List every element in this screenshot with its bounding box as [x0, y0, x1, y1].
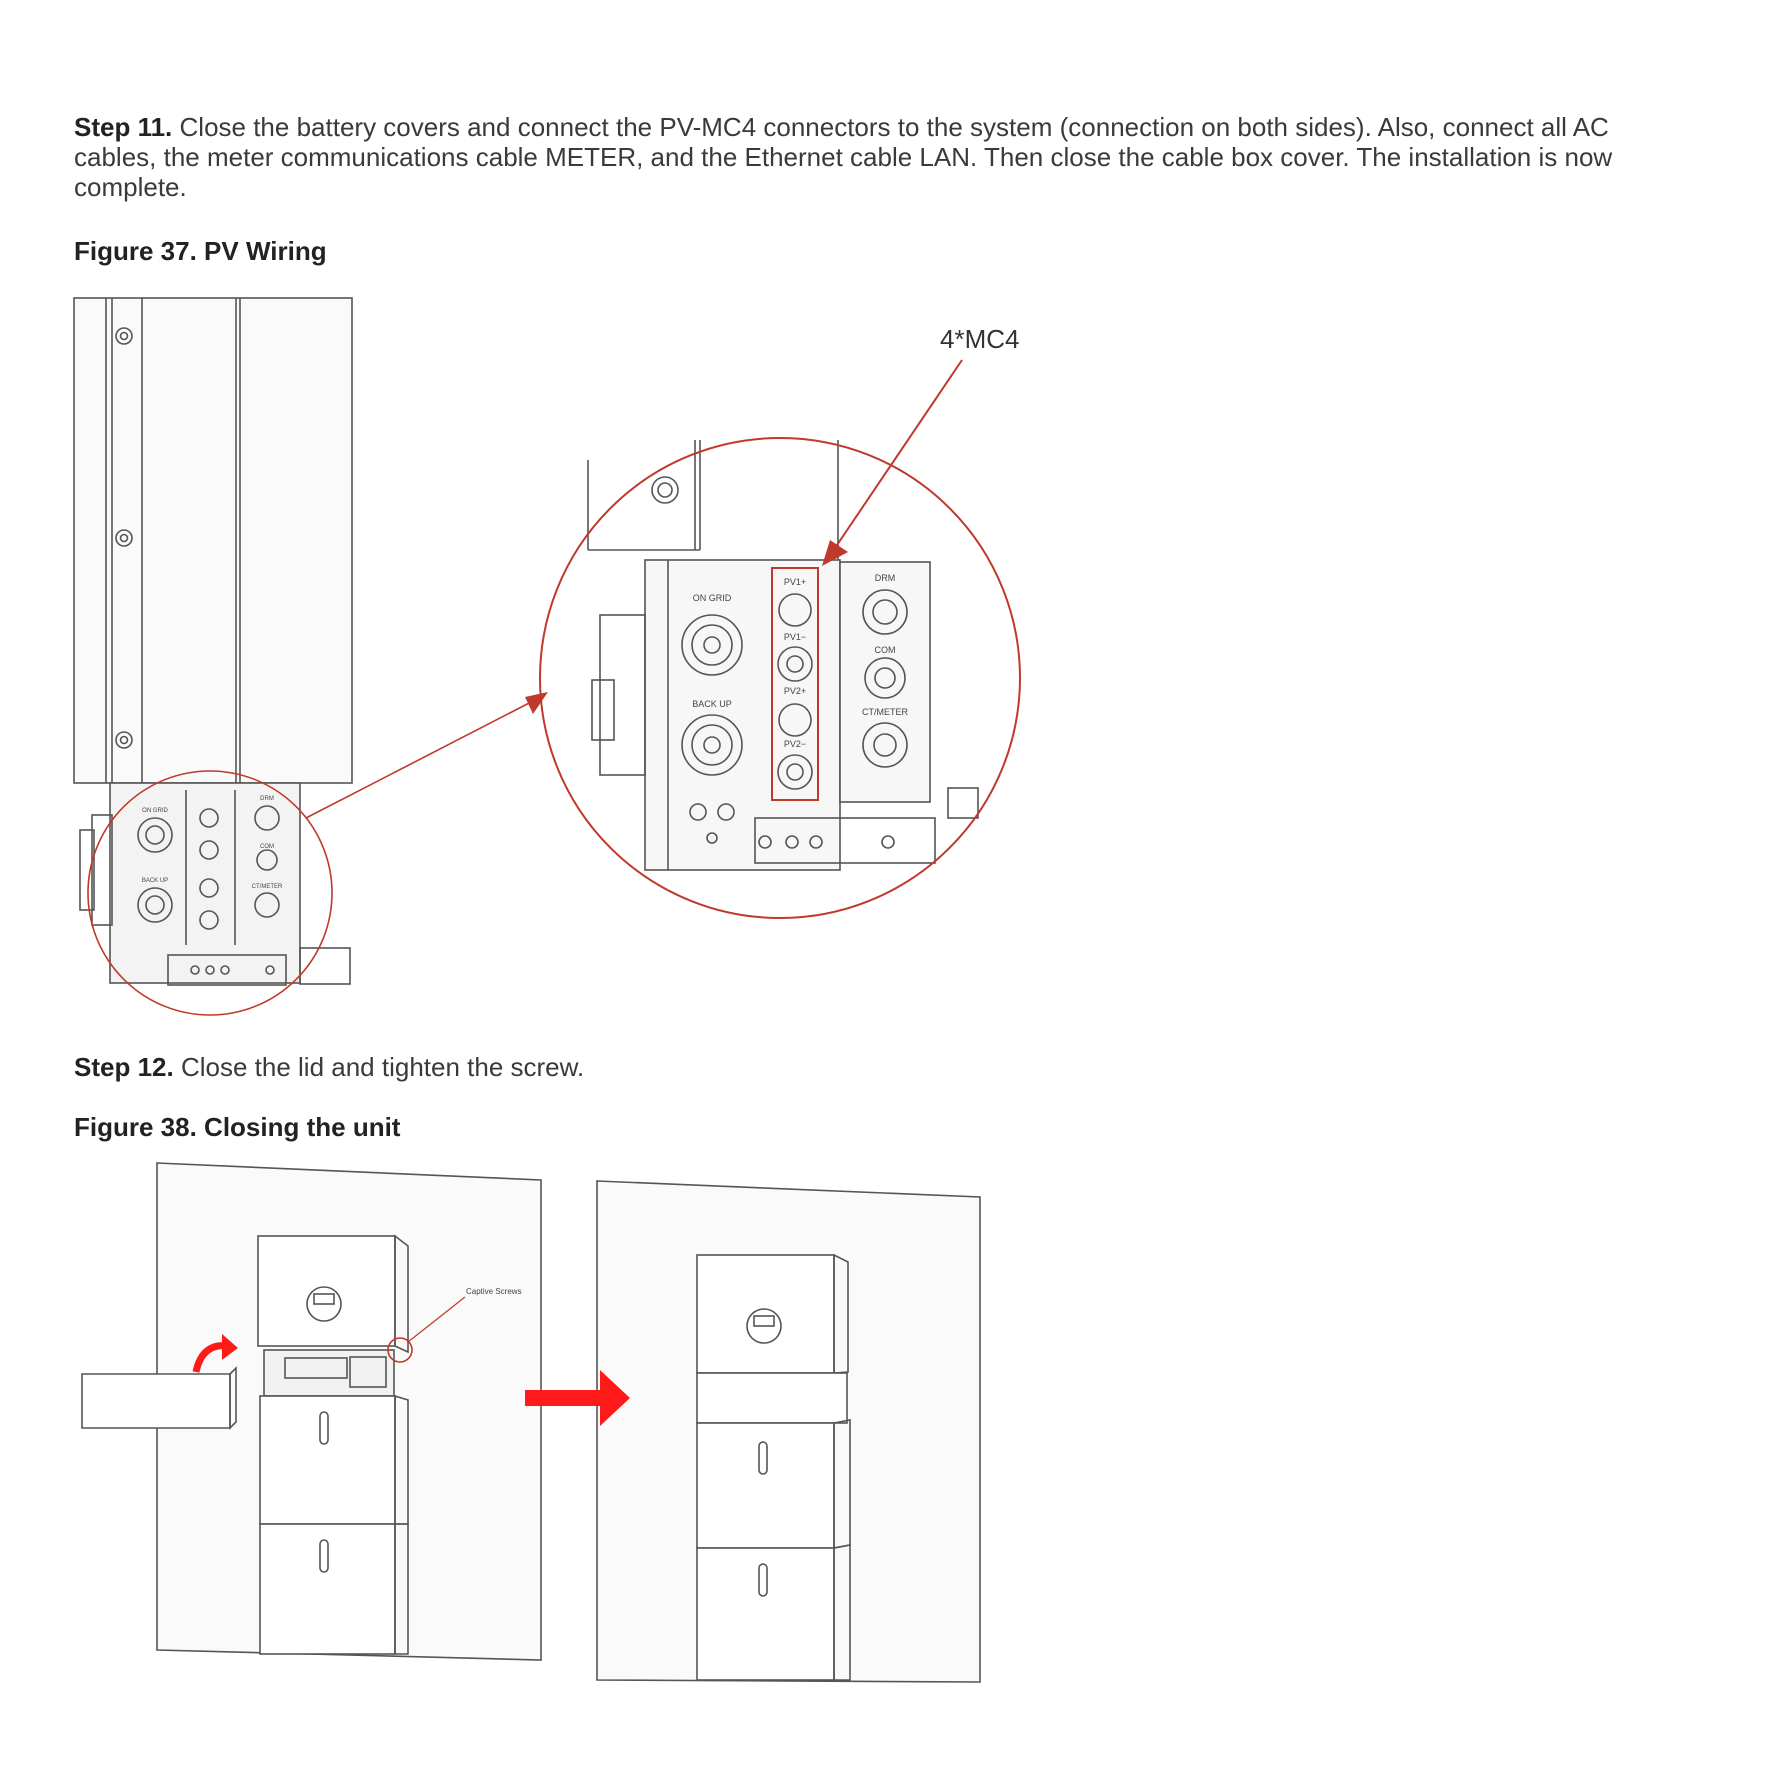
small-label-back-up: BACK UP [142, 878, 168, 884]
label-pv1-plus: PV1+ [784, 577, 806, 587]
callout-4-mc4: 4*MC4 [940, 324, 1019, 354]
enlarged-detail [587, 440, 979, 871]
label-pv2-plus: PV2+ [784, 686, 806, 696]
callout-arrow-head [822, 540, 848, 566]
large-magnifier-circle [539, 437, 1021, 919]
left-inverter [257, 1235, 396, 1347]
figure-37-caption: Figure 37. PV Wiring [74, 236, 327, 266]
label-pv2-minus: PV2− [784, 739, 806, 749]
magnify-arrow-head [525, 692, 548, 714]
step-11-label: Step 11. [74, 112, 173, 142]
transition-arrow [525, 1370, 630, 1426]
step-11-paragraph: Step 11. Close the battery covers and co… [74, 112, 1634, 202]
right-battery-1 [696, 1422, 835, 1549]
label-on-grid: ON GRID [693, 593, 732, 603]
battery-stack [73, 297, 353, 784]
detached-lid [81, 1373, 231, 1429]
left-battery-2 [259, 1523, 396, 1655]
lid-curved-arrow-head [222, 1334, 238, 1360]
small-label-ctmeter: CT/METER [252, 884, 283, 890]
label-pv1-minus: PV1− [784, 632, 806, 642]
callout-arrow-line [834, 359, 963, 549]
right-closed-lid [696, 1372, 848, 1424]
small-label-com: COM [260, 844, 274, 850]
cable-box-small [109, 782, 301, 984]
pv-connector-highlight [771, 567, 819, 801]
step-11-text: Close the battery covers and connect the… [74, 112, 1613, 202]
label-ctmeter: CT/METER [862, 707, 908, 717]
right-battery-2 [696, 1547, 835, 1681]
right-inverter [696, 1254, 835, 1374]
small-highlight-circle [87, 770, 333, 1016]
magnify-arrow-line [305, 699, 536, 819]
label-com: COM [875, 645, 896, 655]
step-12-paragraph: Step 12. Close the lid and tighten the s… [74, 1052, 1634, 1082]
small-label-on-grid: ON GRID [142, 808, 168, 814]
figure-37-pv-wiring-illustration: ON GRID BACK UP DRM COM CT/METER [73, 297, 1021, 1016]
figure-38-closing-illustration: Captive Screws [81, 1162, 981, 1683]
step-12-label: Step 12. [74, 1052, 174, 1082]
figure-38-caption: Figure 38. Closing the unit [74, 1112, 401, 1142]
captive-screws-label: Captive Screws [466, 1287, 522, 1296]
label-back-up: BACK UP [692, 699, 732, 709]
small-label-drm: DRM [260, 796, 274, 802]
label-drm: DRM [875, 573, 896, 583]
step-12-text: Close the lid and tighten the screw. [180, 1052, 585, 1082]
